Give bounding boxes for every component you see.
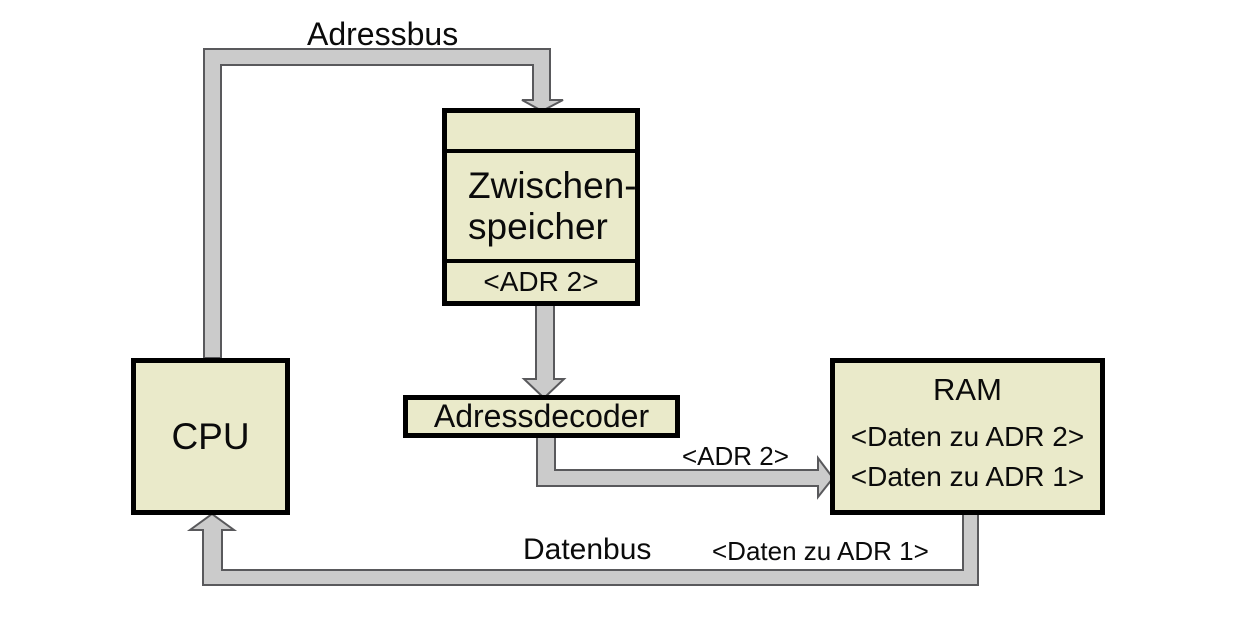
zwischenspeicher-empty-slot	[447, 113, 635, 149]
cpu-node: CPU	[131, 358, 290, 515]
buffer-to-decoder-arrow	[521, 299, 567, 400]
adressdecoder-label: Adressdecoder	[433, 398, 650, 434]
datenbus-arrow	[186, 511, 979, 586]
zwischenspeicher-label-line1: Zwischen-	[468, 165, 637, 206]
zwischenspeicher-node: Zwischen- speicher <ADR 2>	[442, 108, 640, 306]
zwischenspeicher-label-line2: speicher	[468, 206, 608, 247]
ram-content-line2: <Daten zu ADR 1>	[850, 461, 1085, 492]
daten-zu-adr1-bus-label: <Daten zu ADR 1>	[712, 536, 929, 566]
zwischenspeicher-register-value: <ADR 2>	[483, 266, 599, 297]
adressbus-arrow	[203, 48, 564, 359]
adr2-bus-label: <ADR 2>	[682, 441, 789, 471]
ram-node: RAM <Daten zu ADR 2> <Daten zu ADR 1>	[830, 358, 1105, 515]
ram-content-line1: <Daten zu ADR 2>	[850, 421, 1085, 452]
adressdecoder-node: Adressdecoder	[403, 395, 680, 438]
adressbus-label: Adressbus	[307, 16, 459, 52]
cpu-label: CPU	[171, 415, 250, 457]
zwischenspeicher-register-slot: <ADR 2>	[447, 263, 635, 301]
zwischenspeicher-label: Zwischen- speicher	[447, 149, 637, 263]
decoder-to-ram-arrow	[536, 434, 835, 500]
datenbus-label: Datenbus	[523, 533, 652, 566]
ram-label: RAM	[933, 372, 1002, 407]
